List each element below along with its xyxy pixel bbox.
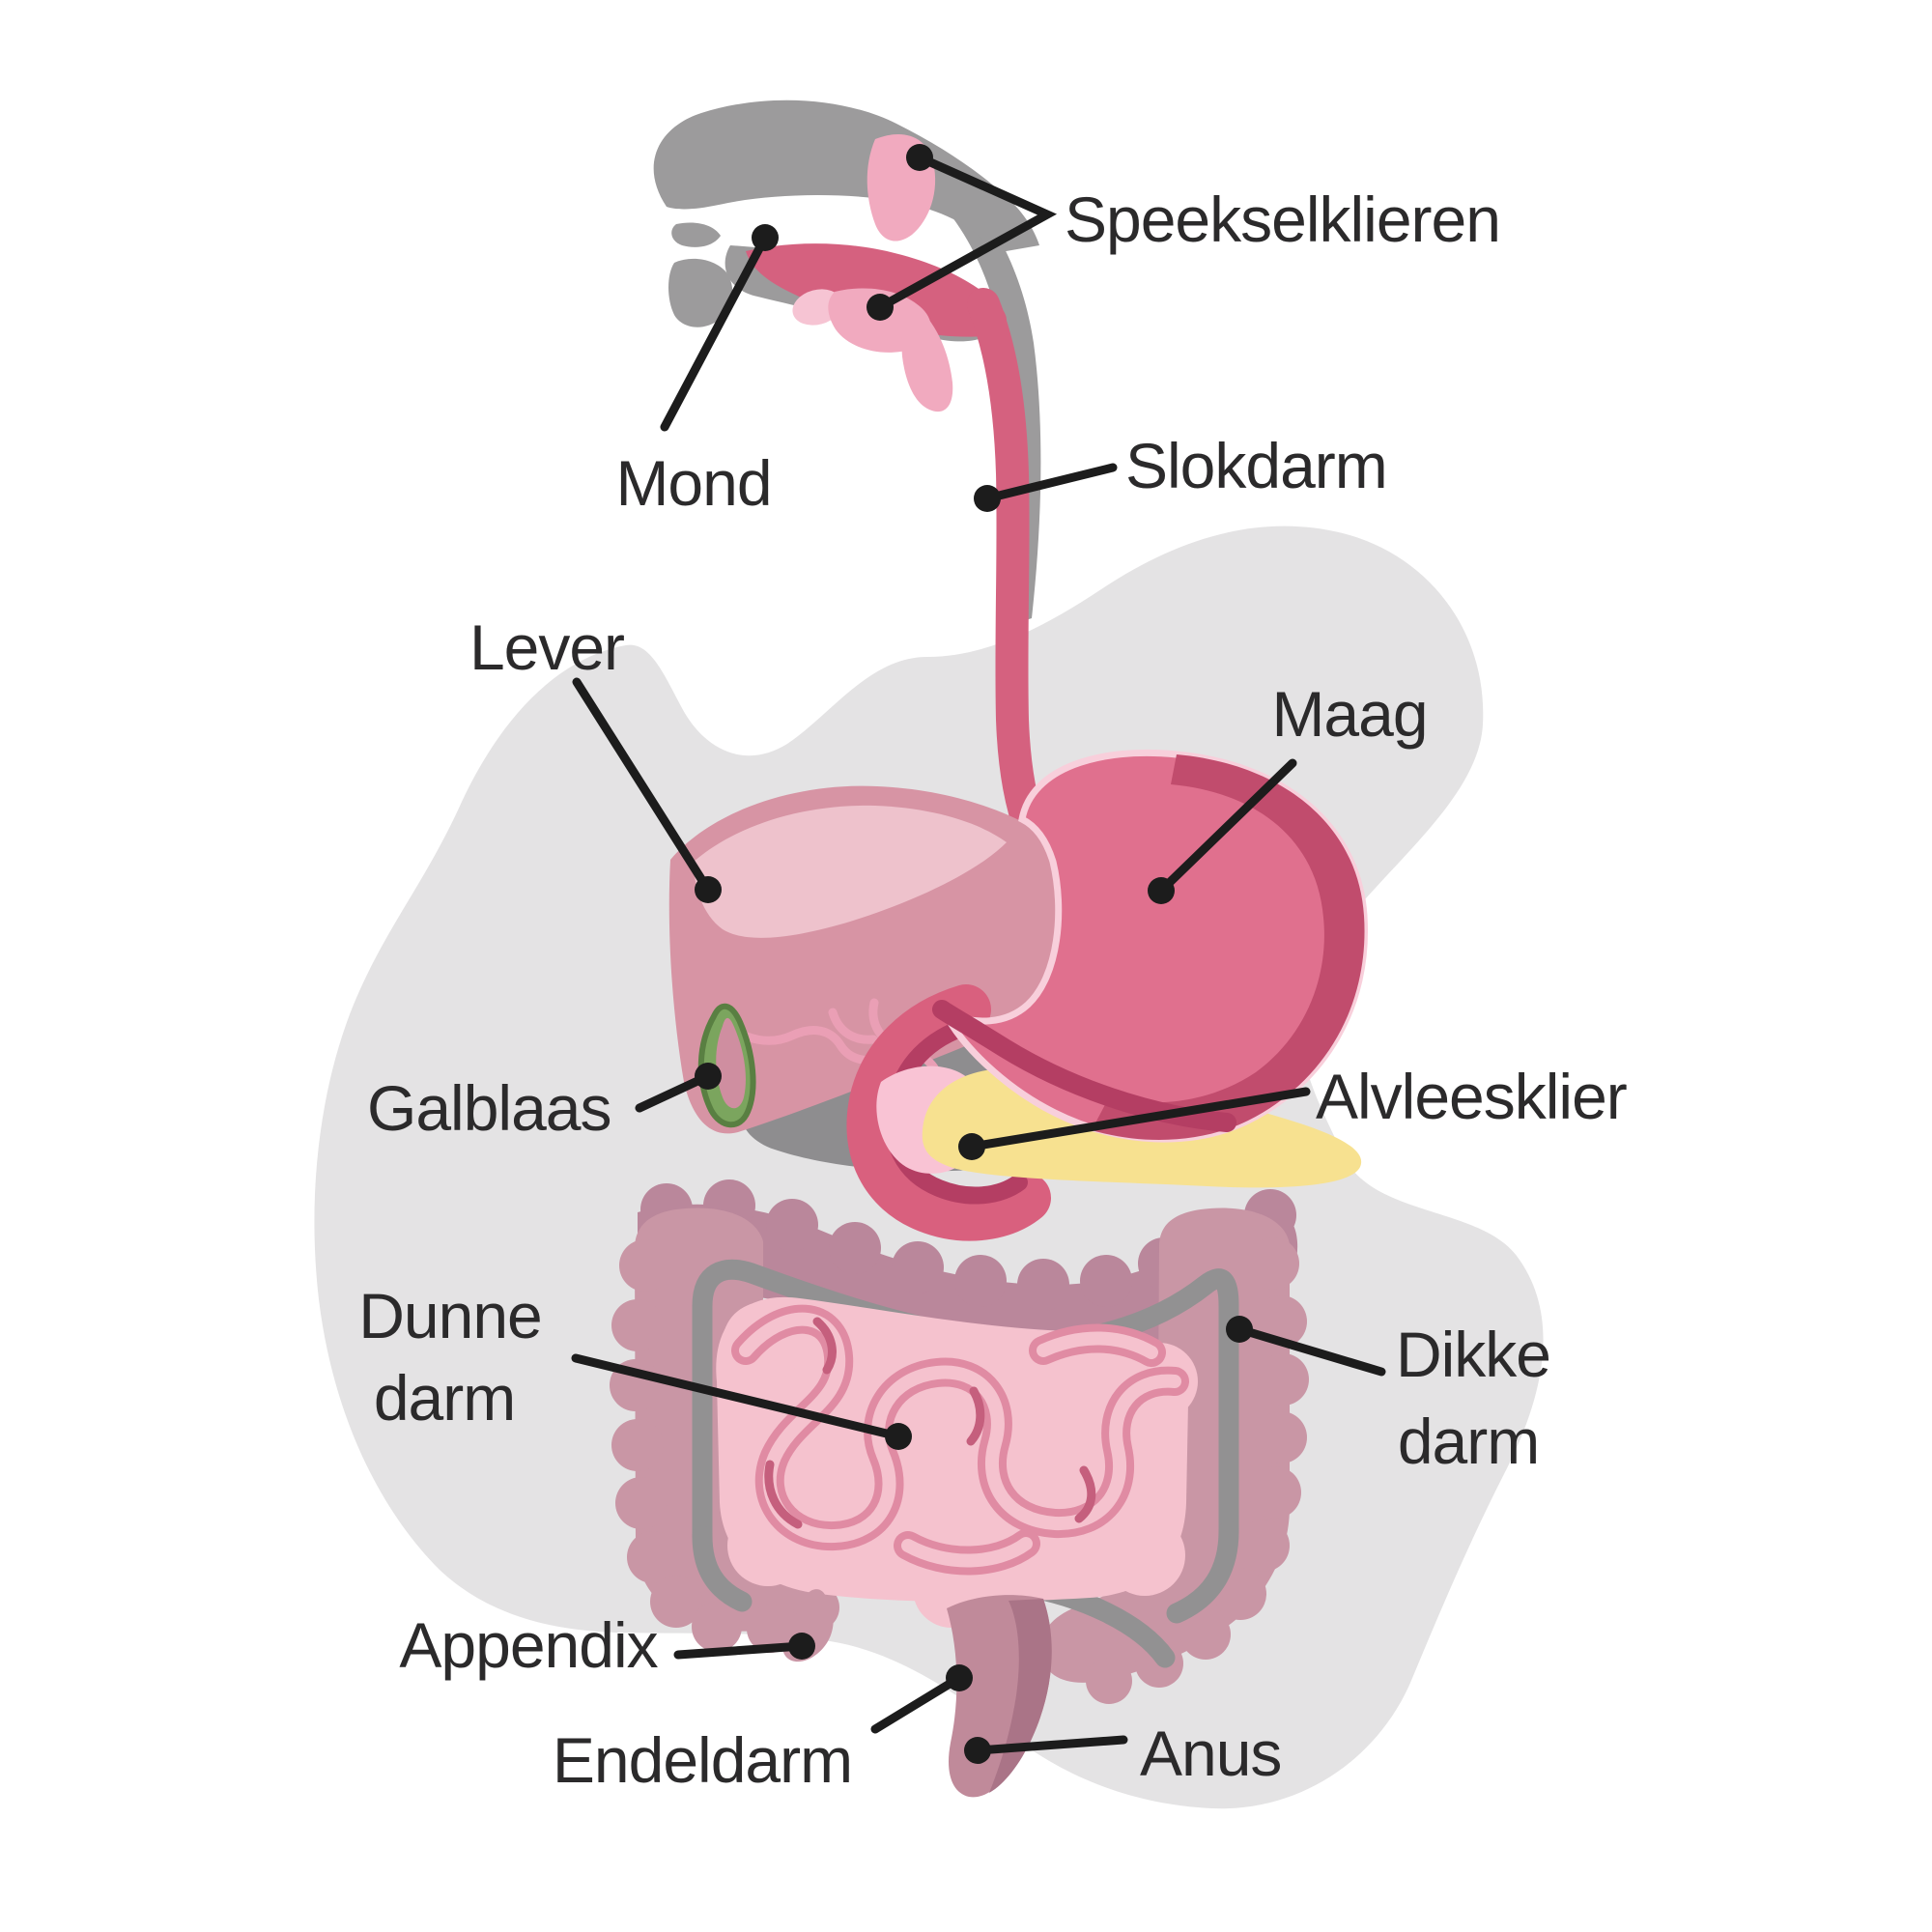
label-lever: Lever (469, 611, 624, 683)
labels: Speekselklieren Mond Slokdarm Lever Maag… (358, 184, 1628, 1796)
stomach-complex (846, 749, 1369, 1241)
small-intestine (716, 1296, 1198, 1628)
label-endeldarm: Endeldarm (553, 1724, 852, 1796)
leader-maag (1156, 758, 1297, 895)
pharynx-band (906, 153, 1041, 626)
leader-anus (973, 1735, 1128, 1755)
label-galblaas: Galblaas (367, 1072, 611, 1144)
esophagus-tube (967, 288, 1048, 849)
leader-lines (571, 144, 1386, 1764)
leader-mond (660, 233, 770, 432)
label-anus: Anus (1140, 1718, 1281, 1789)
leader-speekselklieren (875, 153, 1058, 312)
upper-lip (671, 222, 721, 247)
duodenum-shape (846, 984, 1051, 1241)
leader-alvleesklier (967, 1087, 1311, 1151)
label-slokdarm: Slokdarm (1125, 430, 1387, 501)
leader-endeldarm (870, 1673, 964, 1734)
leader-lever (572, 677, 713, 895)
label-alvleesklier: Alvleesklier (1316, 1061, 1627, 1132)
gallbladder-inner (716, 1017, 746, 1109)
stomach-greater-curvature (1092, 754, 1365, 1141)
liver-highlight (694, 805, 1007, 938)
rectum-shape (947, 1595, 1052, 1798)
skull-upper-jaw (653, 99, 1039, 253)
label-mond: Mond (615, 447, 771, 519)
label-dikke-darm-line2: darm (1398, 1406, 1539, 1477)
leader-appendix (673, 1641, 807, 1660)
submandibular-gland (901, 301, 953, 412)
label-dikke-darm-line1: Dikke (1396, 1319, 1550, 1390)
label-dunne-darm-line1: Dunne (358, 1280, 542, 1351)
label-appendix: Appendix (399, 1609, 658, 1681)
label-dunne-darm-line2: darm (374, 1362, 515, 1434)
label-speekselklieren: Speekselklieren (1065, 184, 1500, 255)
label-maag: Maag (1271, 678, 1427, 750)
leader-dikke-darm (1235, 1324, 1386, 1377)
leader-slokdarm (982, 463, 1118, 503)
leader-dunne-darm (571, 1353, 903, 1441)
lower-jaw (668, 258, 733, 327)
